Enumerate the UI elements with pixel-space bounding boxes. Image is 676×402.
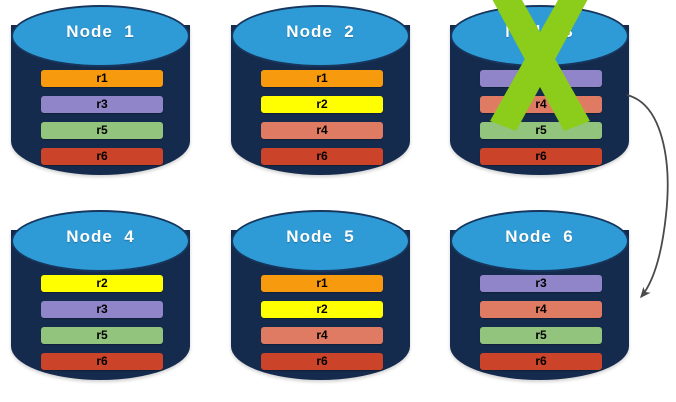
record-list: r1 r2 r4 r6 (261, 275, 383, 370)
node-cylinder-1[interactable]: Node 1 r1 r3 r5 r6 (11, 5, 190, 182)
record-list: r1 r3 r5 r6 (41, 70, 163, 165)
record-bar[interactable]: r1 (261, 275, 383, 292)
node-cylinder-6[interactable]: Node 6 r3 r4 r5 r6 (450, 210, 629, 387)
record-bar[interactable]: r5 (480, 327, 602, 344)
record-bar[interactable]: r1 (41, 70, 163, 87)
record-bar[interactable]: r6 (480, 148, 602, 165)
node-cylinder-3[interactable]: Node 3 r3 r4 r5 r6 (450, 0, 629, 182)
record-list: r1 r2 r4 r6 (261, 70, 383, 165)
node-title: Node 1 (66, 22, 135, 41)
record-bar[interactable]: r4 (480, 301, 602, 318)
node-title: Node 6 (505, 227, 574, 246)
record-bar[interactable]: r5 (480, 122, 602, 139)
record-bar[interactable]: r3 (41, 301, 163, 318)
record-bar[interactable]: r6 (261, 353, 383, 370)
record-list: r2 r3 r5 r6 (41, 275, 163, 370)
record-bar[interactable]: r3 (480, 275, 602, 292)
record-bar[interactable]: r6 (480, 353, 602, 370)
cylinder-top-ellipse (11, 5, 190, 67)
record-bar[interactable]: r5 (41, 327, 163, 344)
node-title: Node 3 (505, 22, 574, 41)
record-bar[interactable]: r3 (480, 70, 602, 87)
record-list: r3 r4 r5 r6 (480, 70, 602, 165)
record-list: r3 r4 r5 r6 (480, 275, 602, 370)
cylinder-top-ellipse (450, 210, 629, 272)
cylinder-top-ellipse (231, 210, 410, 272)
cylinder-top-ellipse (231, 5, 410, 67)
cylinder-top-ellipse (11, 210, 190, 272)
node-title: Node 5 (286, 227, 355, 246)
node-title: Node 2 (286, 22, 355, 41)
record-bar[interactable]: r1 (261, 70, 383, 87)
node-cylinder-2[interactable]: Node 2 r1 r2 r4 r6 (231, 5, 410, 182)
record-bar[interactable]: r6 (41, 148, 163, 165)
record-bar[interactable]: r3 (41, 96, 163, 113)
record-bar[interactable]: r6 (41, 353, 163, 370)
record-bar[interactable]: r6 (261, 148, 383, 165)
record-bar[interactable]: r4 (261, 327, 383, 344)
record-bar[interactable]: r4 (261, 122, 383, 139)
record-bar[interactable]: r2 (261, 96, 383, 113)
record-bar[interactable]: r2 (41, 275, 163, 292)
record-bar[interactable]: r4 (480, 96, 602, 113)
node-cylinder-4[interactable]: Node 4 r2 r3 r5 r6 (11, 210, 190, 387)
node-title: Node 4 (66, 227, 135, 246)
node-cylinder-5[interactable]: Node 5 r1 r2 r4 r6 (231, 210, 410, 387)
record-bar[interactable]: r2 (261, 301, 383, 318)
record-bar[interactable]: r5 (41, 122, 163, 139)
